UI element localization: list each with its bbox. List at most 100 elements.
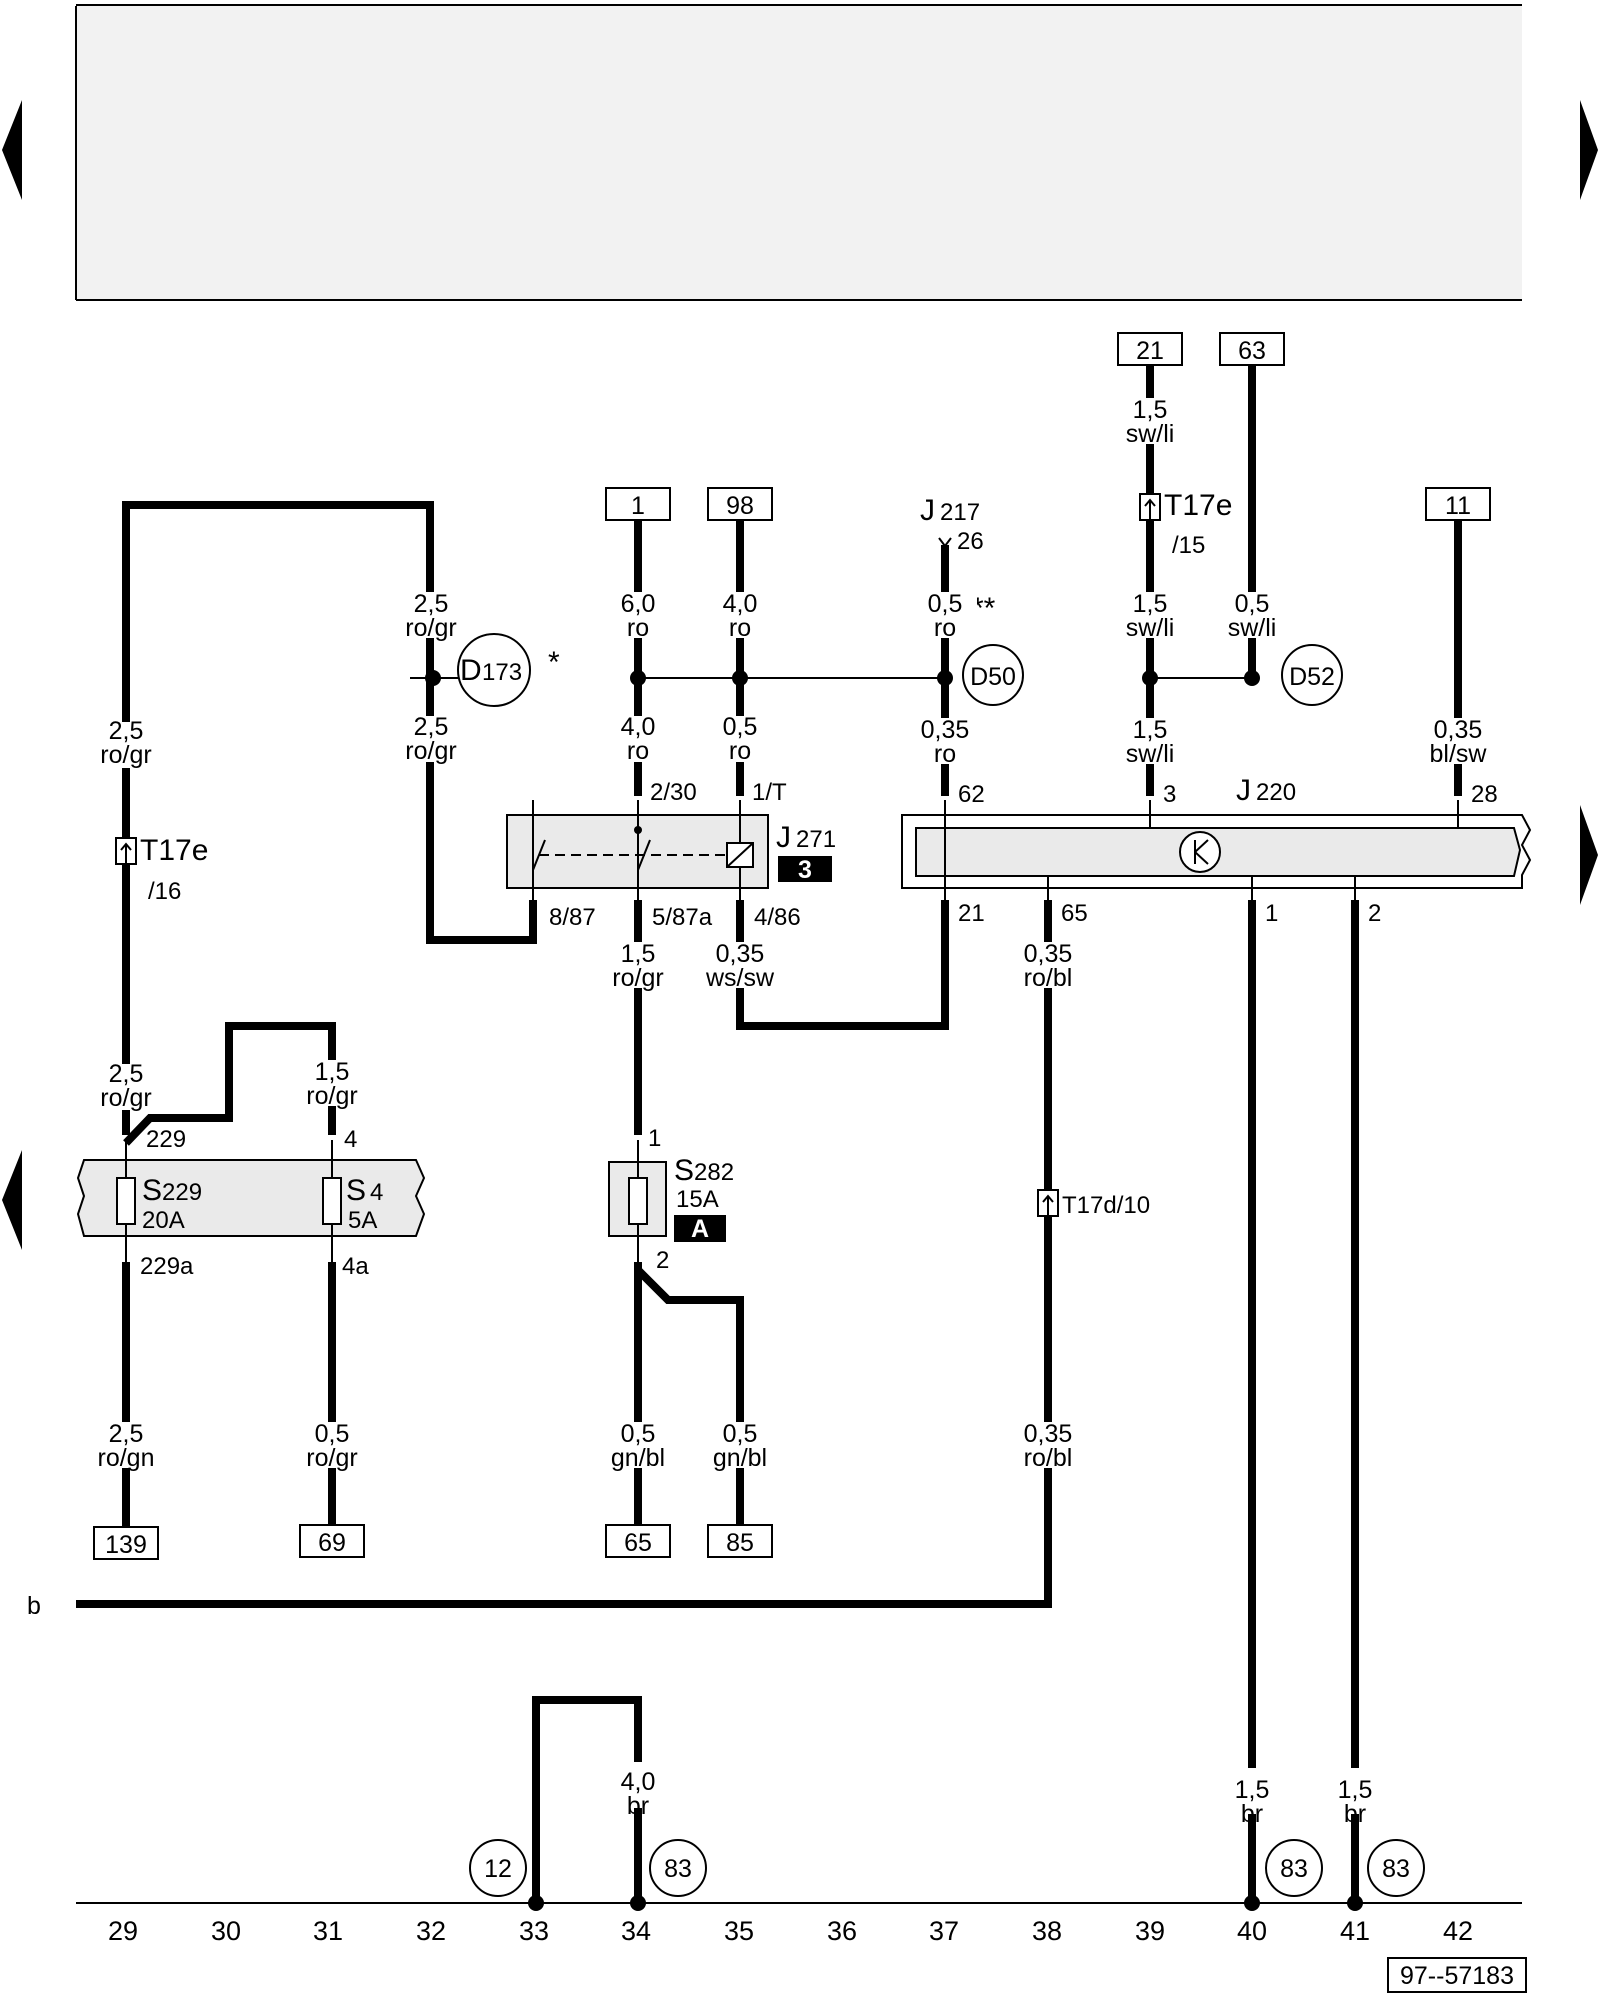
svg-text:6,0: 6,0 <box>621 590 656 618</box>
svg-text:1,5: 1,5 <box>1133 590 1168 618</box>
svg-text:J: J <box>776 821 791 854</box>
svg-text:1,5: 1,5 <box>1338 1776 1373 1804</box>
svg-text:220: 220 <box>1256 779 1296 806</box>
svg-text:ro/gr: ro/gr <box>100 1084 151 1112</box>
terminal-21: 21 <box>1117 332 1183 366</box>
connector-t17d-10: T17d/10 <box>1037 1189 1150 1219</box>
junction-dot <box>1347 1895 1363 1911</box>
svg-text:1/T: 1/T <box>752 779 787 806</box>
svg-text:1: 1 <box>631 492 645 520</box>
svg-text:S: S <box>674 1154 694 1187</box>
svg-text:31: 31 <box>313 1916 343 1946</box>
svg-text:1,5: 1,5 <box>621 940 656 968</box>
svg-text:gn/bl: gn/bl <box>713 1444 767 1472</box>
fuse-s229: S 229 20A 229 229a <box>140 1126 202 1280</box>
svg-text:28: 28 <box>1471 781 1498 808</box>
svg-text:0,5: 0,5 <box>723 713 758 741</box>
component-j220: J 220 62 3 28 21 65 1 2 <box>901 774 1532 927</box>
junction-dot <box>528 1895 544 1911</box>
svg-text:0,5: 0,5 <box>621 1420 656 1448</box>
component-j271-relay: J 271 3 2/30 1/T 8/87 5/87a 4/86 <box>506 779 836 931</box>
svg-text:30: 30 <box>211 1916 241 1946</box>
terminal-1: 1 <box>605 487 671 521</box>
svg-text:T17e: T17e <box>1164 489 1232 522</box>
svg-text:br: br <box>627 1792 649 1820</box>
svg-text:D: D <box>460 654 482 687</box>
svg-text:0,35: 0,35 <box>1434 716 1483 744</box>
svg-text:D52: D52 <box>1289 663 1335 691</box>
svg-text:2/30: 2/30 <box>650 779 697 806</box>
right-arrow-icon-upper[interactable] <box>1580 100 1598 200</box>
svg-text:br: br <box>1344 1800 1366 1828</box>
junction-dot <box>630 670 646 686</box>
svg-text:40: 40 <box>1237 1916 1267 1946</box>
svg-text:ro/gn: ro/gn <box>98 1444 155 1472</box>
terminal-11: 11 <box>1425 487 1491 521</box>
wire-s282-85 <box>635 1267 744 1538</box>
junction-dot <box>732 670 748 686</box>
svg-text:0,35: 0,35 <box>921 716 970 744</box>
svg-text:sw/li: sw/li <box>1126 420 1175 448</box>
left-arrow-icon-upper[interactable] <box>2 100 22 200</box>
svg-text:ro: ro <box>934 740 956 768</box>
svg-text:63: 63 <box>1238 337 1266 365</box>
svg-text:39: 39 <box>1135 1916 1165 1946</box>
svg-text:2: 2 <box>1368 900 1381 927</box>
svg-text:T17d/10: T17d/10 <box>1062 1192 1150 1219</box>
svg-text:0,5: 0,5 <box>928 590 963 618</box>
svg-text:41: 41 <box>1340 1916 1370 1946</box>
svg-text:T17e: T17e <box>140 834 208 867</box>
svg-text:0,35: 0,35 <box>716 940 765 968</box>
svg-text:3: 3 <box>798 856 812 884</box>
junction-dot <box>1244 670 1260 686</box>
svg-text:gn/bl: gn/bl <box>611 1444 665 1472</box>
svg-text:2: 2 <box>656 1247 669 1274</box>
svg-text:1,5: 1,5 <box>1235 1776 1270 1804</box>
svg-text:139: 139 <box>105 1531 147 1559</box>
svg-text:ro: ro <box>934 614 956 642</box>
ground-point-83: 83 <box>649 1839 707 1897</box>
fuse-s4: S 4 5A 4 4a <box>342 1126 383 1280</box>
svg-text:42: 42 <box>1443 1916 1473 1946</box>
svg-text:0,35: 0,35 <box>1024 1420 1073 1448</box>
svg-text:2,5: 2,5 <box>109 1420 144 1448</box>
wire-j220-65-b <box>76 900 1052 1608</box>
svg-text:85: 85 <box>726 1529 754 1557</box>
svg-text:271: 271 <box>796 826 836 853</box>
svg-text:21: 21 <box>958 900 985 927</box>
junction-dot <box>937 670 953 686</box>
connector-t17e-15: T17e /15 <box>1139 489 1232 559</box>
junctions <box>425 670 1363 1911</box>
svg-text:35: 35 <box>724 1916 754 1946</box>
svg-text:ws/sw: ws/sw <box>705 964 775 992</box>
svg-text:1,5: 1,5 <box>315 1058 350 1086</box>
svg-text:217: 217 <box>940 499 980 526</box>
left-arrow-icon-lower[interactable] <box>2 1150 22 1250</box>
terminal-63: 63 <box>1219 332 1285 366</box>
wire-s229-s4-jumper <box>123 1022 336 1146</box>
right-arrow-icon-middle[interactable] <box>1580 805 1598 905</box>
header-panel <box>76 6 1522 300</box>
svg-text:4: 4 <box>370 1179 383 1206</box>
terminal-boxes[interactable]: 1 98 21 63 11 139 69 65 85 <box>93 332 1491 1560</box>
svg-text:1,5: 1,5 <box>1133 396 1168 424</box>
svg-text:ro: ro <box>729 737 751 765</box>
svg-text:ro/gr: ro/gr <box>405 614 456 642</box>
svg-text:bl/sw: bl/sw <box>1430 740 1488 768</box>
svg-text:83: 83 <box>1382 1855 1410 1883</box>
svg-text:5/87a: 5/87a <box>652 904 713 931</box>
junction-dot <box>630 1895 646 1911</box>
svg-text:34: 34 <box>621 1916 651 1946</box>
ground-point-83: 83 <box>1265 1839 1323 1897</box>
svg-text:A: A <box>691 1215 709 1243</box>
svg-text:65: 65 <box>624 1529 652 1557</box>
svg-text:ro/gr: ro/gr <box>612 964 663 992</box>
svg-text:229: 229 <box>162 1179 202 1206</box>
connection-d173: D 173 <box>457 633 531 707</box>
ground-point-83: 83 <box>1367 1839 1425 1897</box>
svg-text:2,5: 2,5 <box>109 717 144 745</box>
svg-text:4a: 4a <box>342 1253 369 1280</box>
svg-text:S: S <box>142 1174 162 1207</box>
svg-text:ro: ro <box>729 614 751 642</box>
